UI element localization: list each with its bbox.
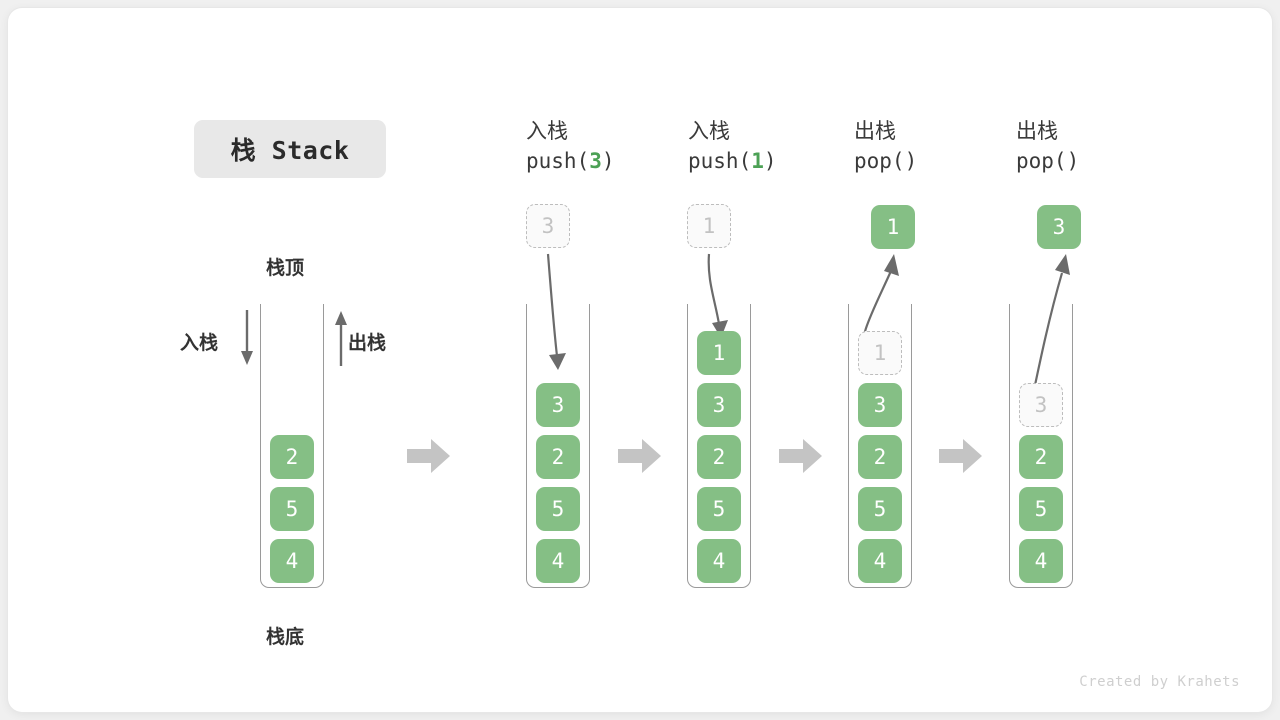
step-arrow-icon <box>939 439 982 473</box>
diagram-card: 栈 Stack 4 5 2 栈顶 栈底 入栈 出栈 入栈 push(3) 3 <box>8 8 1272 712</box>
stack-cell-removed: 3 <box>1019 383 1063 427</box>
stack-cell: 1 <box>697 331 741 375</box>
step-arrow-icon <box>779 439 822 473</box>
stack-cell: 5 <box>536 487 580 531</box>
stack-column-pop-1: 4 5 2 3 1 <box>848 304 912 588</box>
stack-container: 4 5 2 3 <box>1009 304 1073 588</box>
page-title: 栈 Stack <box>230 136 350 165</box>
column-call-label: pop() <box>1016 149 1080 174</box>
call-argument: 1 <box>751 149 764 174</box>
column-op-label: 入栈 <box>526 119 568 143</box>
popped-element-box: 3 <box>1037 205 1081 249</box>
stack-cell: 3 <box>697 383 741 427</box>
stack-cells: 4 5 2 3 1 <box>688 331 750 583</box>
push-direction-label: 入栈 <box>180 332 219 354</box>
column-op-label: 出栈 <box>1016 119 1058 143</box>
stack-container: 4 5 2 <box>260 304 324 588</box>
column-header-pop-1: 出栈 pop() <box>854 116 917 177</box>
column-call-label: pop() <box>854 149 918 174</box>
column-op-label: 入栈 <box>688 119 730 143</box>
push-flow-arrow-icon <box>707 253 728 338</box>
stack-cells: 4 5 2 <box>261 435 323 583</box>
push-direction-arrow-icon <box>241 310 253 365</box>
stack-container: 4 5 2 3 1 <box>687 304 751 588</box>
stack-cells: 4 5 2 3 <box>527 383 589 583</box>
stack-cells: 4 5 2 3 1 <box>849 331 911 583</box>
step-arrow-icon <box>407 439 450 473</box>
popped-element-box: 1 <box>871 205 915 249</box>
step-arrow-icon <box>618 439 661 473</box>
incoming-element-box: 1 <box>687 204 731 248</box>
stack-cell: 3 <box>536 383 580 427</box>
footer-credit: Created by Krahets <box>1079 674 1240 690</box>
column-call-label: push(3) <box>526 149 615 174</box>
stack-column-pop-3: 4 5 2 3 <box>1009 304 1073 588</box>
stack-cell: 2 <box>697 435 741 479</box>
stack-cell: 2 <box>1019 435 1063 479</box>
stack-cells: 4 5 2 3 <box>1010 383 1072 583</box>
stack-cell: 4 <box>697 539 741 583</box>
pop-direction-arrow-icon <box>335 311 347 366</box>
stack-cell: 2 <box>536 435 580 479</box>
column-header-push-1: 入栈 push(1) <box>688 116 777 177</box>
stack-container: 4 5 2 3 <box>526 304 590 588</box>
stack-top-label: 栈顶 <box>266 257 305 279</box>
stack-cell: 2 <box>858 435 902 479</box>
stack-column-initial: 4 5 2 <box>260 304 324 588</box>
stack-cell: 5 <box>858 487 902 531</box>
stack-cell: 4 <box>858 539 902 583</box>
stack-cell: 4 <box>1019 539 1063 583</box>
stack-column-push-1: 4 5 2 3 1 <box>687 304 751 588</box>
stack-bottom-label: 栈底 <box>266 626 305 648</box>
incoming-element-box: 3 <box>526 204 570 248</box>
stack-cell: 5 <box>1019 487 1063 531</box>
stack-container: 4 5 2 3 1 <box>848 304 912 588</box>
column-op-label: 出栈 <box>854 119 896 143</box>
stack-cell: 4 <box>536 539 580 583</box>
column-header-pop-3: 出栈 pop() <box>1016 116 1079 177</box>
stack-cell: 4 <box>270 539 314 583</box>
stack-cell: 2 <box>270 435 314 479</box>
stack-column-push-3: 4 5 2 3 <box>526 304 590 588</box>
pop-direction-label: 出栈 <box>348 332 387 354</box>
column-call-label: push(1) <box>688 149 777 174</box>
push-flow-arrow-icon <box>546 253 566 370</box>
stack-cell: 3 <box>858 383 902 427</box>
column-header-push-3: 入栈 push(3) <box>526 116 615 177</box>
diagram-title-badge: 栈 Stack <box>194 120 386 178</box>
stack-cell: 5 <box>270 487 314 531</box>
call-argument: 3 <box>589 149 602 174</box>
stack-cell-removed: 1 <box>858 331 902 375</box>
stack-cell: 5 <box>697 487 741 531</box>
